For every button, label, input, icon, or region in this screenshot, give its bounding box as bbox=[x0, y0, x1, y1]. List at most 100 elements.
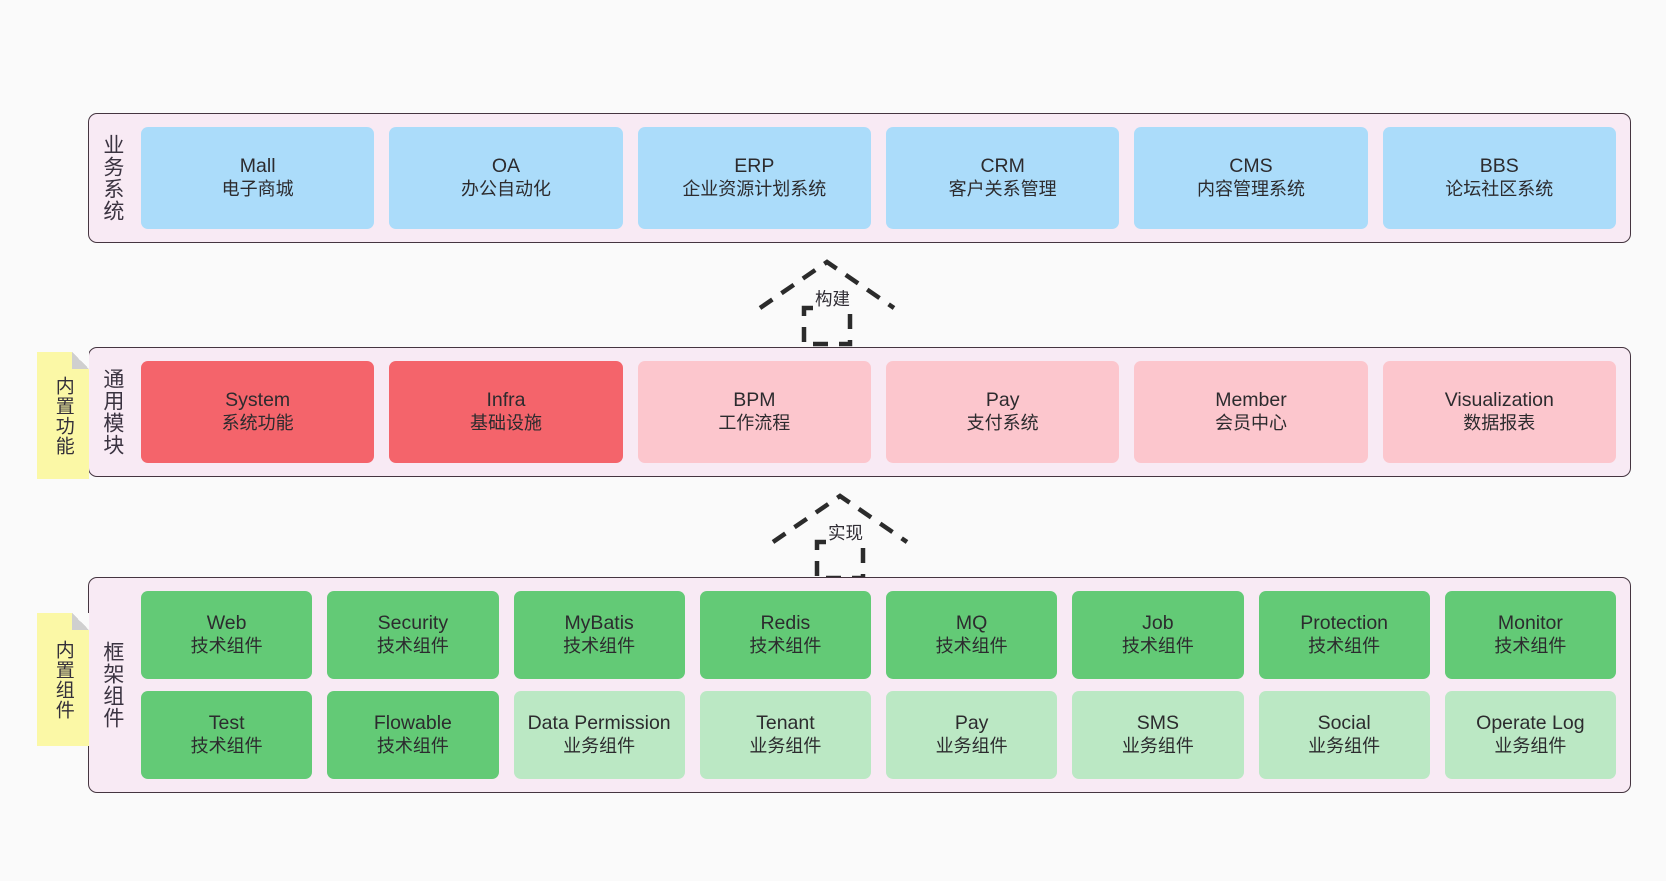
card-title: Pay bbox=[954, 712, 989, 735]
card-title: Visualization bbox=[1444, 389, 1554, 412]
card-row: Web 技术组件 Security 技术组件 MyBatis 技术组件 Redi… bbox=[141, 591, 1616, 679]
card-row: Test 技术组件 Flowable 技术组件 Data Permission … bbox=[141, 691, 1616, 779]
card-pay-module[interactable]: Pay 支付系统 bbox=[885, 361, 1120, 463]
card-pay-component[interactable]: Pay 业务组件 bbox=[886, 691, 1058, 779]
card-subtitle: 技术组件 bbox=[935, 635, 1008, 656]
card-title: BPM bbox=[733, 389, 776, 412]
card-title: Redis bbox=[760, 612, 811, 635]
card-visualization[interactable]: Visualization 数据报表 bbox=[1382, 361, 1616, 463]
card-subtitle: 企业资源计划系统 bbox=[682, 178, 827, 199]
card-mybatis[interactable]: MyBatis 技术组件 bbox=[513, 591, 685, 679]
card-subtitle: 技术组件 bbox=[190, 735, 263, 756]
card-subtitle: 支付系统 bbox=[966, 412, 1039, 433]
card-bbs[interactable]: BBS 论坛社区系统 bbox=[1382, 127, 1616, 229]
card-subtitle: 基础设施 bbox=[469, 412, 542, 433]
card-title: Job bbox=[1142, 612, 1174, 635]
card-title: CMS bbox=[1229, 155, 1273, 178]
card-social[interactable]: Social 业务组件 bbox=[1258, 691, 1430, 779]
card-title: Infra bbox=[486, 389, 526, 412]
section-label-framework-components: 框架组件 bbox=[100, 641, 124, 729]
section-common-modules: 通用模块 System 系统功能 Infra 基础设施 BPM 工作流程 Pay… bbox=[88, 347, 1631, 477]
section-body-common-modules: System 系统功能 Infra 基础设施 BPM 工作流程 Pay 支付系统… bbox=[135, 348, 1630, 476]
card-subtitle: 技术组件 bbox=[749, 635, 822, 656]
card-subtitle: 办公自动化 bbox=[460, 178, 551, 199]
card-title: Test bbox=[208, 712, 245, 735]
card-mall[interactable]: Mall 电子商城 bbox=[141, 127, 375, 229]
section-framework-components: 框架组件 Web 技术组件 Security 技术组件 MyBatis 技术组件… bbox=[88, 577, 1631, 793]
card-subtitle: 技术组件 bbox=[1308, 635, 1381, 656]
card-subtitle: 业务组件 bbox=[749, 735, 822, 756]
arrow-stem bbox=[801, 305, 853, 347]
card-protection[interactable]: Protection 技术组件 bbox=[1258, 591, 1430, 679]
card-title: OA bbox=[491, 155, 521, 178]
arrow-label-implement: 实现 bbox=[826, 520, 865, 545]
card-redis[interactable]: Redis 技术组件 bbox=[699, 591, 871, 679]
card-bpm[interactable]: BPM 工作流程 bbox=[637, 361, 871, 463]
card-subtitle: 技术组件 bbox=[190, 635, 263, 656]
card-subtitle: 业务组件 bbox=[1494, 735, 1567, 756]
arrow-head-triangle bbox=[758, 259, 896, 310]
card-title: Social bbox=[1317, 712, 1371, 735]
card-subtitle: 业务组件 bbox=[935, 735, 1008, 756]
card-oa[interactable]: OA 办公自动化 bbox=[389, 127, 623, 229]
card-security[interactable]: Security 技术组件 bbox=[327, 591, 499, 679]
card-title: Operate Log bbox=[1476, 712, 1585, 735]
card-title: MQ bbox=[955, 612, 988, 635]
card-title: Monitor bbox=[1497, 612, 1563, 635]
card-title: Member bbox=[1215, 389, 1287, 412]
card-operate-log[interactable]: Operate Log 业务组件 bbox=[1444, 691, 1616, 779]
card-title: Pay bbox=[985, 389, 1020, 412]
section-label-business-system: 业务系统 bbox=[100, 134, 124, 222]
card-title: Mall bbox=[239, 155, 276, 178]
card-subtitle: 内容管理系统 bbox=[1196, 178, 1305, 199]
card-title: Data Permission bbox=[527, 712, 671, 735]
card-job[interactable]: Job 技术组件 bbox=[1072, 591, 1244, 679]
card-subtitle: 技术组件 bbox=[1494, 635, 1567, 656]
card-subtitle: 电子商城 bbox=[221, 178, 294, 199]
card-subtitle: 技术组件 bbox=[563, 635, 636, 656]
card-subtitle: 业务组件 bbox=[1308, 735, 1381, 756]
card-title: System bbox=[225, 389, 291, 412]
card-subtitle: 业务组件 bbox=[1121, 735, 1194, 756]
card-subtitle: 系统功能 bbox=[221, 412, 294, 433]
card-mq[interactable]: MQ 技术组件 bbox=[886, 591, 1058, 679]
card-title: MyBatis bbox=[564, 612, 634, 635]
note-builtin-function: 内置功能 bbox=[37, 352, 89, 479]
card-infra[interactable]: Infra 基础设施 bbox=[389, 361, 623, 463]
card-subtitle: 数据报表 bbox=[1463, 412, 1536, 433]
card-subtitle: 业务组件 bbox=[563, 735, 636, 756]
card-web[interactable]: Web 技术组件 bbox=[141, 591, 313, 679]
section-business-system: 业务系统 Mall 电子商城 OA 办公自动化 ERP 企业资源计划系统 CRM… bbox=[88, 113, 1631, 243]
card-crm[interactable]: CRM 客户关系管理 bbox=[885, 127, 1120, 229]
card-title: ERP bbox=[734, 155, 775, 178]
card-tenant[interactable]: Tenant 业务组件 bbox=[699, 691, 871, 779]
card-subtitle: 技术组件 bbox=[1121, 635, 1194, 656]
arrow-head-triangle bbox=[771, 493, 909, 544]
card-title: Tenant bbox=[756, 712, 815, 735]
card-cms[interactable]: CMS 内容管理系统 bbox=[1134, 127, 1368, 229]
card-monitor[interactable]: Monitor 技术组件 bbox=[1444, 591, 1616, 679]
card-flowable[interactable]: Flowable 技术组件 bbox=[327, 691, 499, 779]
arrow-implement: 实现 bbox=[771, 492, 911, 581]
card-erp[interactable]: ERP 企业资源计划系统 bbox=[637, 127, 871, 229]
card-title: Protection bbox=[1300, 612, 1389, 635]
card-title: Flowable bbox=[373, 712, 452, 735]
arrow-stem bbox=[814, 539, 866, 581]
section-body-business-system: Mall 电子商城 OA 办公自动化 ERP 企业资源计划系统 CRM 客户关系… bbox=[135, 114, 1630, 242]
card-member[interactable]: Member 会员中心 bbox=[1134, 361, 1368, 463]
card-subtitle: 会员中心 bbox=[1214, 412, 1287, 433]
note-builtin-component: 内置组件 bbox=[37, 613, 89, 746]
card-title: CRM bbox=[980, 155, 1025, 178]
card-row: Mall 电子商城 OA 办公自动化 ERP 企业资源计划系统 CRM 客户关系… bbox=[141, 127, 1616, 229]
card-row: System 系统功能 Infra 基础设施 BPM 工作流程 Pay 支付系统… bbox=[141, 361, 1616, 463]
card-title: Web bbox=[206, 612, 247, 635]
card-test[interactable]: Test 技术组件 bbox=[141, 691, 313, 779]
card-title: Security bbox=[377, 612, 449, 635]
card-subtitle: 技术组件 bbox=[376, 735, 449, 756]
card-data-permission[interactable]: Data Permission 业务组件 bbox=[513, 691, 685, 779]
arrow-label-build: 构建 bbox=[813, 286, 852, 311]
card-sms[interactable]: SMS 业务组件 bbox=[1072, 691, 1244, 779]
card-title: SMS bbox=[1136, 712, 1179, 735]
card-system[interactable]: System 系统功能 bbox=[141, 361, 375, 463]
